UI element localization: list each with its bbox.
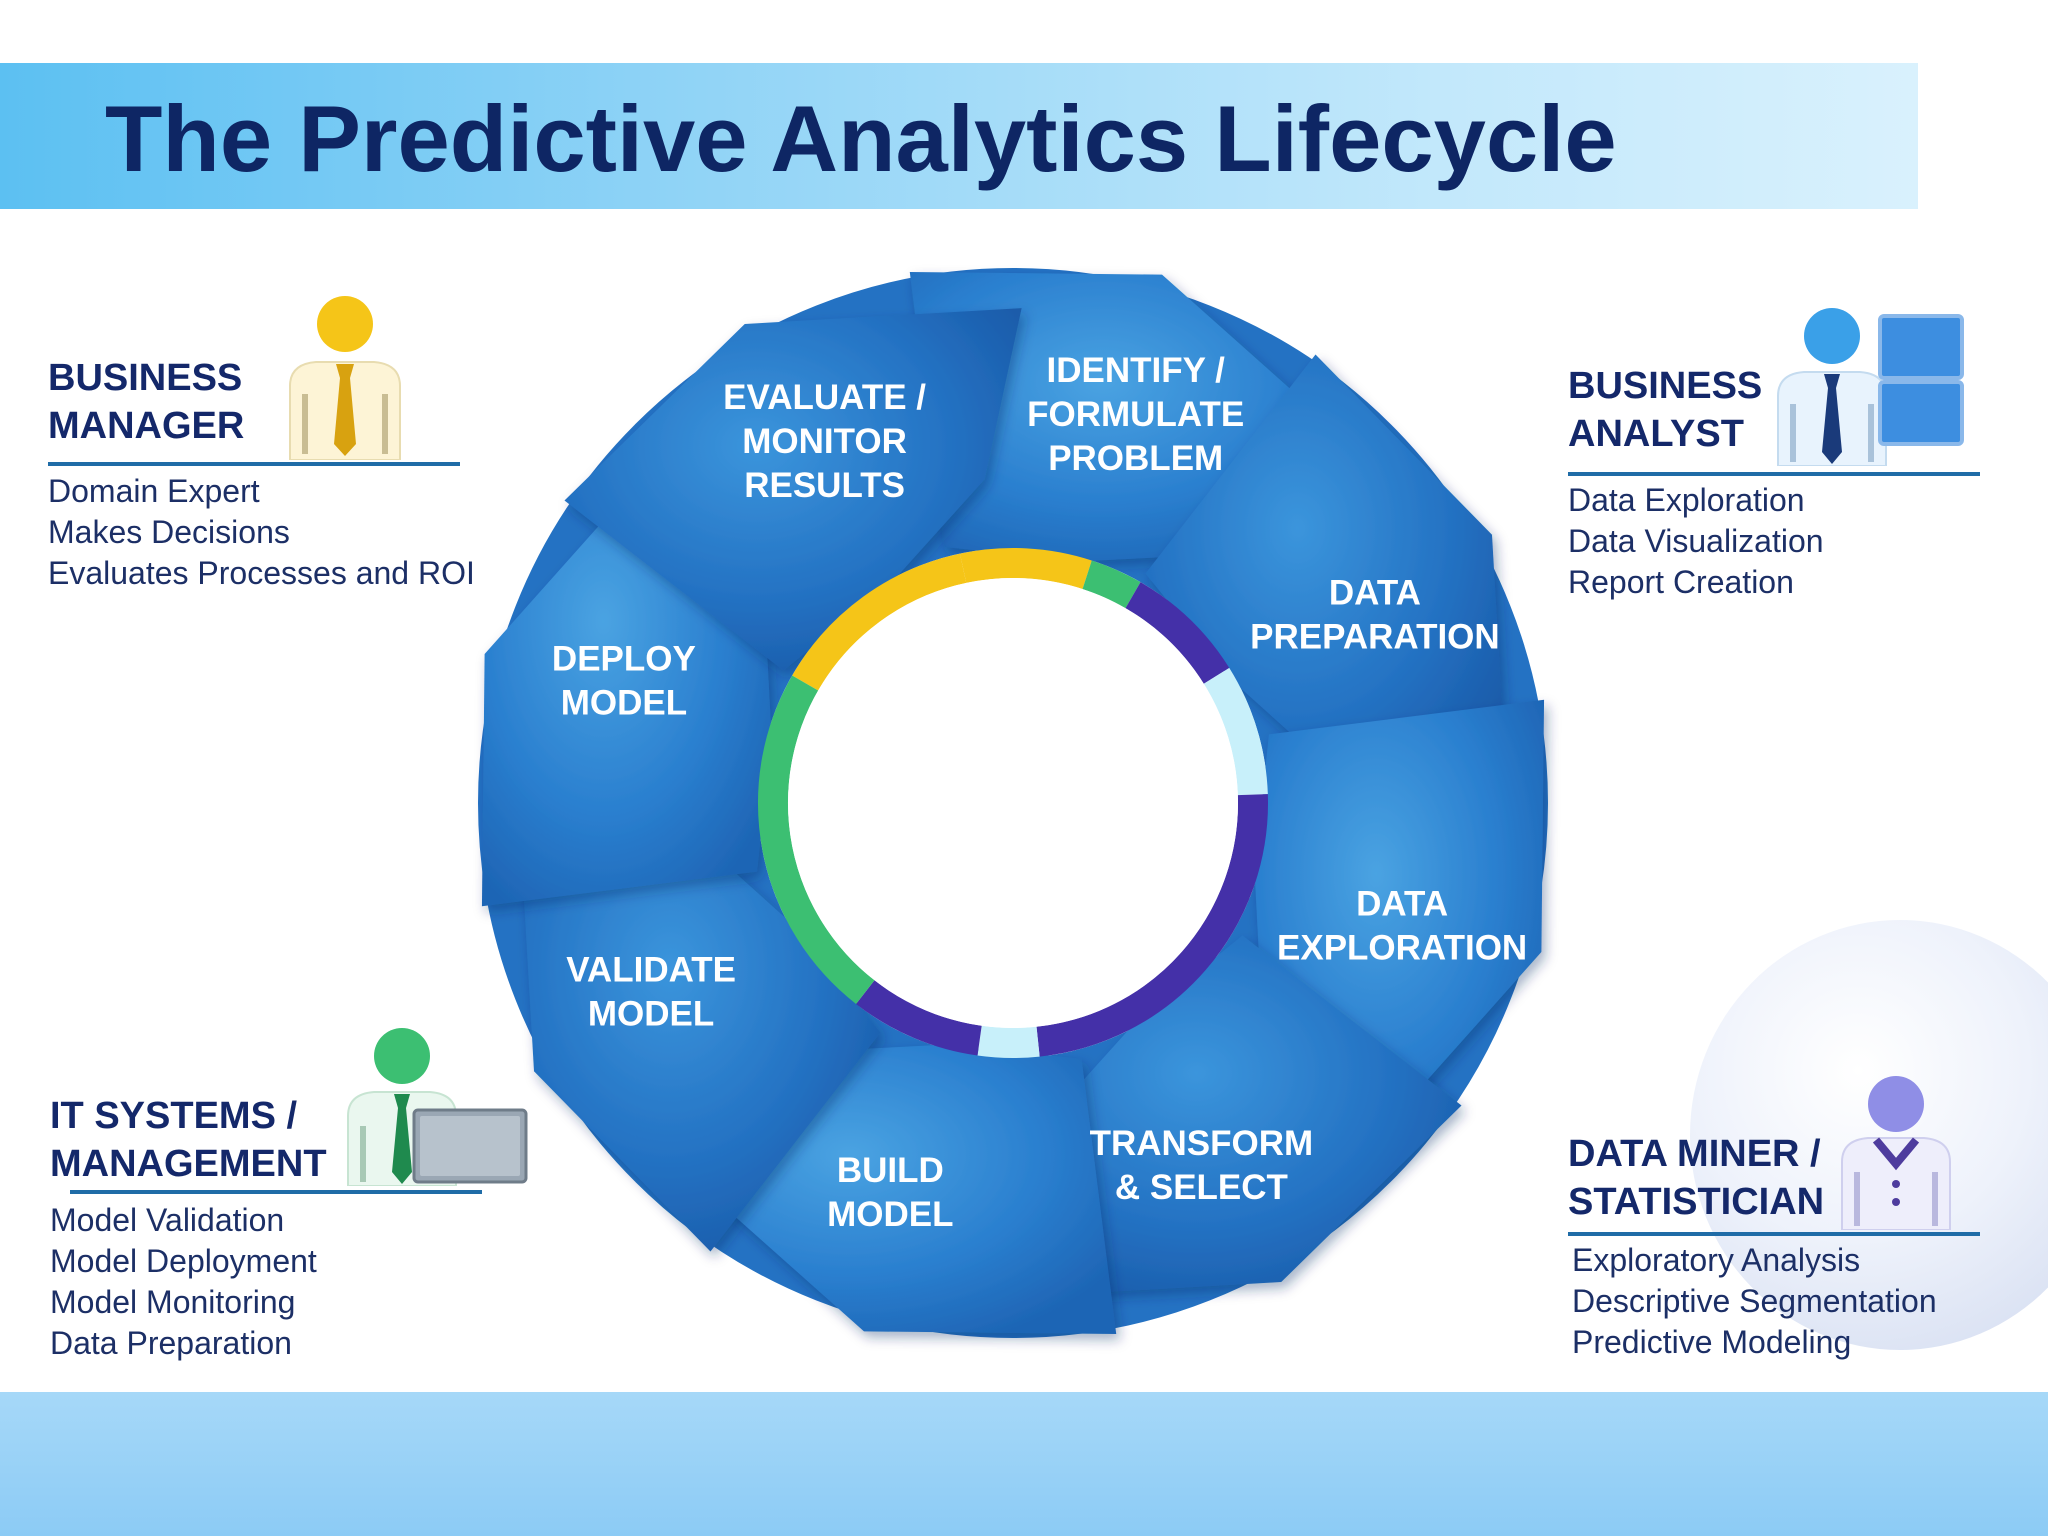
it-systems-title-line-1: IT SYSTEMS / [50, 1095, 298, 1137]
inner-arc-purple-3 [856, 980, 982, 1056]
stage-label-6: VALIDATE MODEL [566, 950, 736, 1033]
inner-arc-purple-1 [1125, 582, 1230, 684]
it-systems-divider [70, 1190, 482, 1194]
business-analyst-title-line-2: ANALYST [1568, 413, 1744, 455]
footer-band [0, 1392, 2048, 1536]
business-analyst-items: Data Exploration Data Visualization Repo… [1568, 480, 1824, 603]
lifecycle-stage-2 [1145, 354, 1508, 812]
stage-label-line: FORMULATE [1027, 395, 1244, 434]
stage-label-7: DEPLOY MODEL [552, 639, 696, 722]
business-manager-items: Domain Expert Makes Decisions Evaluates … [48, 471, 475, 594]
role-data-miner: DATA MINER / STATISTICIAN [1568, 1130, 1824, 1226]
stage-label-line: MODEL [588, 994, 714, 1033]
list-item: Predictive Modeling [1572, 1324, 1852, 1360]
list-item: Report Creation [1568, 564, 1794, 600]
data-miner-items: Exploratory Analysis Descriptive Segment… [1572, 1240, 1937, 1363]
list-item: Domain Expert [48, 473, 260, 509]
list-item: Model Deployment [50, 1243, 317, 1279]
stage-label-line: IDENTIFY / [1047, 351, 1226, 390]
stage-label-line: BUILD [837, 1151, 944, 1190]
inner-arc-lightblue-2 [977, 1025, 1040, 1058]
business-manager-title-line-1: BUSINESS [48, 357, 243, 399]
list-item: Data Exploration [1568, 482, 1805, 518]
stage-label-line: MONITOR [742, 422, 907, 461]
stage-label-line: & SELECT [1115, 1168, 1288, 1207]
stage-label-line: EXPLORATION [1277, 929, 1527, 968]
stage-label-line: EVALUATE / [723, 378, 926, 417]
business-analyst-divider [1568, 472, 1980, 476]
list-item: Descriptive Segmentation [1572, 1283, 1937, 1319]
role-business-analyst: BUSINESS ANALYST [1568, 362, 1762, 458]
page-title: The Predictive Analytics Lifecycle [105, 86, 1617, 191]
inner-arc-lightblue-1 [1203, 667, 1268, 796]
list-item: Model Validation [50, 1202, 285, 1238]
data-miner-title-line-2: STATISTICIAN [1568, 1181, 1825, 1223]
business-analyst-person-icon [1777, 308, 1964, 466]
stage-label-1: IDENTIFY / FORMULATE PROBLEM [1027, 351, 1244, 478]
list-item: Makes Decisions [48, 514, 290, 550]
stage-label-5: BUILD MODEL [827, 1151, 953, 1234]
stage-label-line: PROBLEM [1048, 439, 1223, 478]
list-item: Exploratory Analysis [1572, 1242, 1861, 1278]
stage-label-line: MODEL [827, 1195, 953, 1234]
list-item: Model Monitoring [50, 1284, 296, 1320]
it-systems-title-line-2: MANAGEMENT [50, 1143, 327, 1185]
inner-arc-green-2 [758, 675, 875, 1004]
stage-label-2: DATA PREPARATION [1250, 574, 1500, 657]
business-analyst-title-line-1: BUSINESS [1568, 365, 1763, 407]
business-manager-title-line-2: MANAGER [48, 405, 245, 447]
data-miner-divider [1568, 1232, 1980, 1236]
stage-label-line: DEPLOY [552, 639, 696, 678]
inner-arc-yellow-1 [792, 553, 967, 691]
lifecycle-stage-6 [518, 794, 881, 1252]
list-item: Data Preparation [50, 1325, 292, 1361]
stage-label-line: TRANSFORM [1090, 1124, 1314, 1163]
it-systems-person-icon [347, 1028, 528, 1186]
lifecycle-stage-4 [1004, 935, 1462, 1298]
stage-label-3: DATA EXPLORATION [1277, 885, 1527, 968]
data-miner-title-line-1: DATA MINER / [1568, 1133, 1821, 1175]
stage-label-line: MODEL [561, 683, 687, 722]
it-systems-items: Model Validation Model Deployment Model … [50, 1200, 317, 1364]
puzzle-globe-icon [1690, 920, 2048, 1350]
data-miner-person-icon [1841, 1076, 1951, 1230]
stage-label-line: VALIDATE [566, 950, 736, 989]
title-band [0, 63, 1918, 209]
inner-arc-yellow-2 [959, 548, 1092, 590]
stage-label-line: DATA [1356, 885, 1448, 924]
list-item: Data Visualization [1568, 523, 1824, 559]
list-item: Evaluates Processes and ROI [48, 555, 475, 591]
business-manager-divider [48, 462, 460, 466]
inner-arc-green-1 [1082, 560, 1141, 609]
role-it-systems: IT SYSTEMS / MANAGEMENT [50, 1092, 327, 1188]
stage-label-line: PREPARATION [1250, 618, 1500, 657]
role-business-manager: BUSINESS MANAGER [48, 354, 244, 450]
stage-label-line: RESULTS [744, 466, 905, 505]
stage-label-line: DATA [1329, 574, 1421, 613]
lifecycle-stage-8 [564, 308, 1022, 671]
business-manager-person-icon [289, 296, 401, 460]
stage-label-4: TRANSFORM & SELECT [1090, 1124, 1314, 1207]
inner-arc-purple-2 [1036, 794, 1268, 1057]
stage-label-8: EVALUATE / MONITOR RESULTS [723, 378, 926, 505]
lifecycle-center [788, 578, 1238, 1028]
